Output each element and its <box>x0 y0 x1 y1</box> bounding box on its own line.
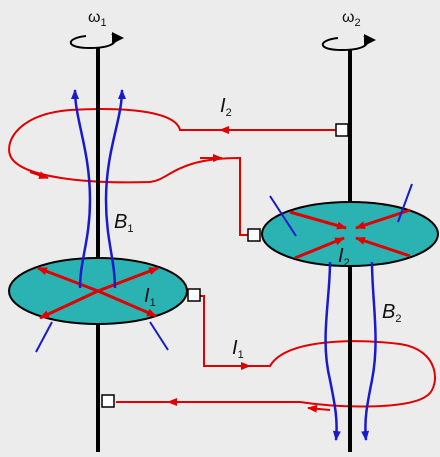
current-arrow <box>29 171 49 179</box>
rotation-arrow-icon <box>69 32 124 50</box>
omega-2-label: ω2 <box>342 9 361 29</box>
field-line <box>269 195 297 237</box>
disk-current-arrow <box>37 266 99 293</box>
b1-label: B1 <box>114 211 133 235</box>
field-b2 <box>324 261 377 441</box>
disk-current-arrow <box>294 236 345 260</box>
disk-current-arrow <box>97 266 159 293</box>
disk-current-arrow <box>289 210 347 230</box>
field-b1 <box>71 89 126 289</box>
contact-brush <box>101 394 115 408</box>
contact-brush <box>187 288 201 302</box>
i1-bottom-label: I1 <box>232 337 244 361</box>
rotation-arrow-icon <box>321 34 376 52</box>
i1-disk-label: I1 <box>144 285 156 309</box>
disk-current-arrow <box>355 236 411 258</box>
b2-label: B2 <box>382 301 401 325</box>
current-arrow <box>307 404 331 413</box>
contact-brush <box>335 123 349 137</box>
omega-1-label: ω1 <box>88 9 107 29</box>
contact-brush <box>247 228 261 242</box>
field-line <box>149 321 169 351</box>
right-disk <box>261 201 439 267</box>
disk-current-arrow <box>39 289 99 320</box>
i2-disk-label: I2 <box>338 245 350 269</box>
left-disk <box>8 257 188 325</box>
upper-current-loop <box>8 108 336 236</box>
disk-current-arrow <box>97 289 157 318</box>
field-line <box>397 183 413 223</box>
field-line <box>35 321 53 353</box>
i2-top-label: I2 <box>220 95 232 119</box>
